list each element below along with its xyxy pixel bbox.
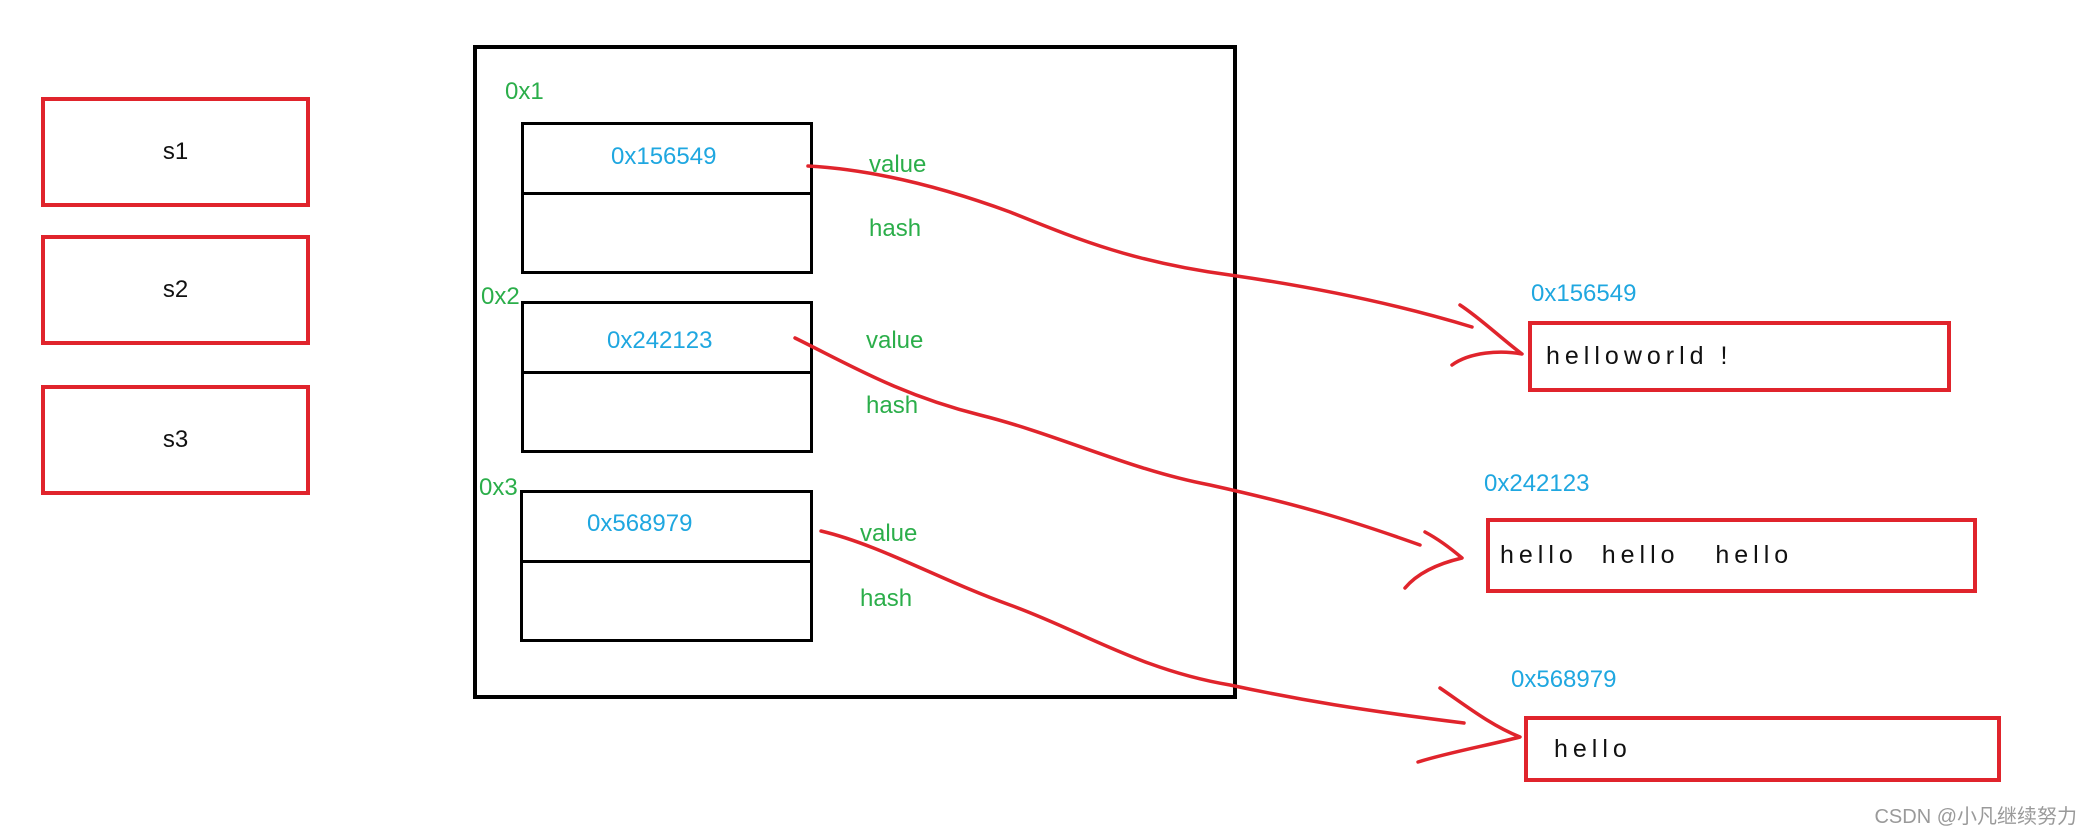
string-address-3: 0x568979: [1511, 666, 1617, 693]
entry-address: 0x568979: [587, 510, 693, 537]
variable-label: s1: [162, 138, 189, 165]
string-address-1: 0x156549: [1531, 280, 1637, 307]
entry-address: 0x156549: [611, 143, 717, 170]
string-text: hello: [1554, 734, 1632, 763]
string-box-3: hello: [1524, 716, 2001, 782]
variable-box-s3: s3: [41, 385, 310, 495]
watermark: CSDN @小凡继续努力: [1874, 806, 2077, 828]
entry-address: 0x242123: [607, 327, 713, 354]
variable-box-s2: s2: [41, 235, 310, 345]
arrow-3-head: [1416, 686, 1522, 764]
arrow-1-head: [1450, 303, 1524, 367]
table-entry-3: 0x568979: [520, 490, 813, 642]
value-label-1: value: [869, 151, 927, 178]
entry-value-cell: 0x156549: [524, 125, 810, 195]
hash-label-2: hash: [866, 392, 919, 419]
string-text: hello hello hello: [1500, 541, 1794, 569]
slot-label-3: 0x3: [479, 474, 518, 501]
string-text: helloworld !: [1546, 342, 1733, 370]
table-entry-1: 0x156549: [521, 122, 813, 274]
arrow-2-head: [1403, 530, 1464, 590]
slot-label-2: 0x2: [481, 283, 520, 310]
string-address-2: 0x242123: [1484, 470, 1590, 497]
entry-value-cell: 0x568979: [523, 493, 810, 563]
value-label-2: value: [866, 327, 924, 354]
string-box-2: hello hello hello: [1486, 518, 1977, 593]
entry-value-cell: 0x242123: [524, 304, 810, 374]
hash-label-3: hash: [860, 585, 913, 612]
variable-label: s3: [162, 426, 189, 453]
variable-label: s2: [162, 276, 189, 303]
table-entry-2: 0x242123: [521, 301, 813, 453]
slot-label-1: 0x1: [505, 78, 544, 105]
hash-label-1: hash: [869, 215, 922, 242]
string-box-1: helloworld !: [1528, 321, 1951, 392]
variable-box-s1: s1: [41, 97, 310, 207]
value-label-3: value: [860, 520, 918, 547]
